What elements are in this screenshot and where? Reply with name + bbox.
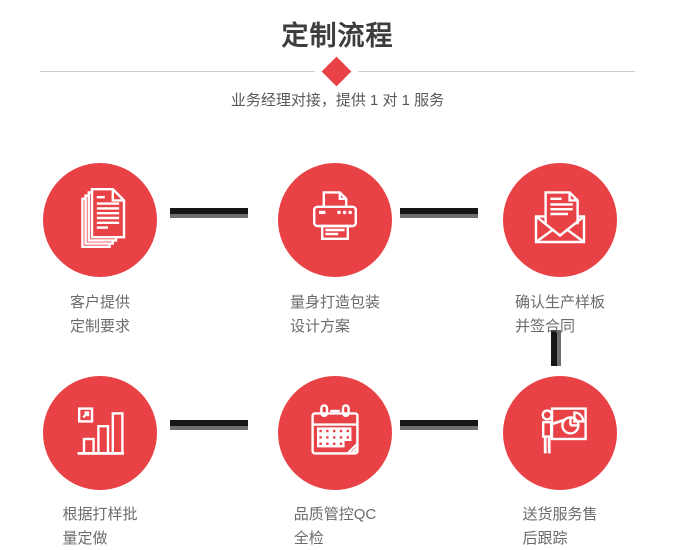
calendar-icon (303, 399, 367, 468)
step-label-1: 客户提供 定制要求 (12, 291, 188, 339)
step-label-3: 确认生产样板 并签合同 (472, 291, 648, 339)
step-label-line: 确认生产样板 (514, 294, 605, 311)
connector-bar (400, 208, 478, 218)
bar-chart-icon (68, 399, 132, 468)
step-circle-4 (43, 376, 157, 490)
step-label-line: 送货服务售 (522, 506, 598, 523)
connector-bar-vertical (551, 330, 561, 366)
step-circle-1 (43, 163, 157, 277)
presentation-icon (528, 399, 592, 468)
step-label-2: 量身打造包装 设计方案 (247, 291, 423, 339)
page-title: 定制流程 (281, 21, 394, 51)
step-label-line: 并签合同 (514, 318, 575, 335)
printer-icon (303, 186, 367, 255)
step-circle-2 (278, 163, 392, 277)
connector-bar (170, 420, 248, 430)
step-label-line: 全检 (293, 530, 324, 547)
subtitle: 业务经理对接，提供 1 对 1 服务 (230, 92, 445, 109)
step-label-line: 量身打造包装 (289, 294, 380, 311)
step-circle-5 (278, 376, 392, 490)
step-label-line: 量定做 (62, 530, 108, 547)
connector-bar (170, 208, 248, 218)
step-circle-3 (503, 163, 617, 277)
documents-icon (68, 186, 132, 255)
step-label-line: 客户提供 (69, 294, 130, 311)
step-label-line: 设计方案 (289, 318, 350, 335)
envelope-icon (528, 186, 592, 255)
step-label-line: 品质管控QC (293, 506, 377, 523)
step-label-line: 定制要求 (69, 318, 130, 335)
step-label-5: 品质管控QC 全检 (247, 503, 423, 550)
step-label-line: 后跟踪 (522, 530, 568, 547)
connector-bar (400, 420, 478, 430)
step-label-4: 根据打样批 量定做 (12, 503, 188, 550)
diamond-icon (321, 56, 352, 87)
step-label-6: 送货服务售 后跟踪 (472, 503, 648, 550)
step-circle-6 (503, 376, 617, 490)
step-label-line: 根据打样批 (62, 506, 138, 523)
